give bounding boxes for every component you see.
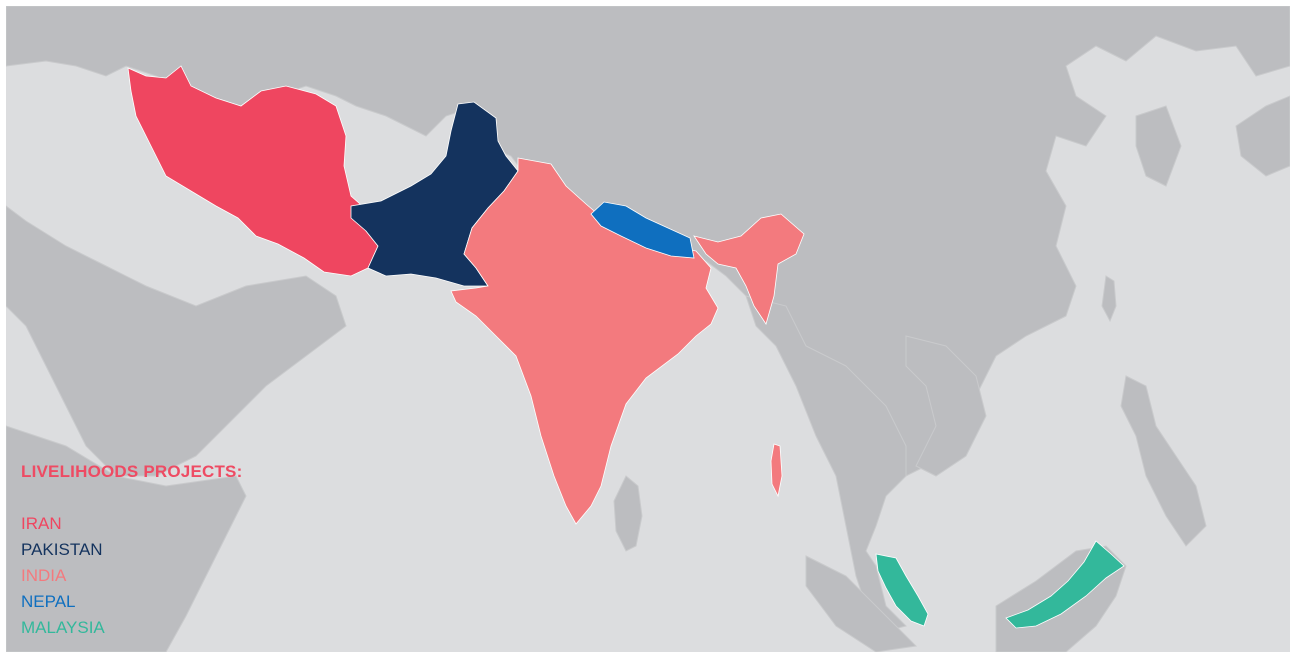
land-indochina — [745, 295, 907, 632]
legend: LIVELIHOODS PROJECTS: IRAN PAKISTAN INDI… — [21, 462, 341, 652]
land-vietnam — [905, 335, 987, 477]
legend-item-pakistan: PAKISTAN — [21, 540, 103, 559]
land-arabia — [6, 205, 347, 477]
land-korea — [1135, 105, 1182, 187]
land-africa — [6, 425, 247, 652]
country-india-northeast[interactable] — [693, 213, 805, 325]
land-sri-lanka — [613, 475, 643, 552]
map-canvas[interactable]: LIVELIHOODS PROJECTS: IRAN PAKISTAN INDI… — [6, 6, 1290, 652]
highlighted-countries — [127, 65, 1125, 629]
land-philippines — [1120, 375, 1207, 547]
land-taiwan — [1101, 275, 1117, 323]
legend-item-iran: IRAN — [21, 514, 62, 533]
country-malaysia-borneo[interactable] — [1005, 540, 1125, 629]
legend-item-india: INDIA — [21, 566, 67, 585]
country-nepal[interactable] — [590, 201, 695, 259]
legend-item-nepal: NEPAL — [21, 592, 76, 611]
land-japan — [1235, 95, 1290, 177]
legend-item-malaysia: MALAYSIA — [21, 618, 105, 637]
country-malaysia-peninsula[interactable] — [875, 553, 929, 627]
country-pakistan[interactable] — [350, 101, 519, 287]
legend-title: LIVELIHOODS PROJECTS: — [21, 462, 243, 481]
land-sumatra — [805, 555, 918, 652]
map-svg[interactable] — [6, 6, 1290, 652]
country-india-andaman[interactable] — [770, 443, 783, 498]
